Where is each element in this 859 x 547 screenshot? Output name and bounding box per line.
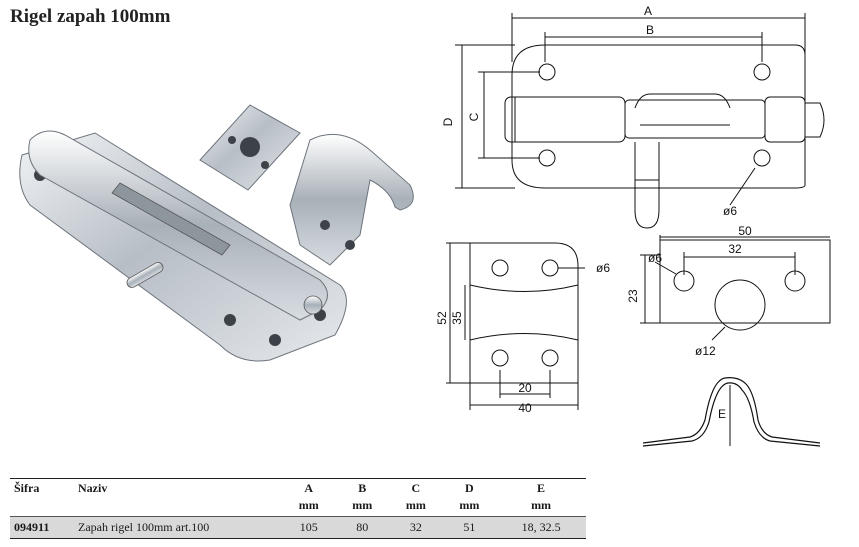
unit-naziv [74,498,282,517]
keeper-bracket [289,133,414,266]
col-header-c: C [389,478,443,498]
table-header-row: Šifra Naziv A B C D E [10,478,586,498]
col-header-d: D [442,478,497,498]
col-header-sifra: Šifra [10,478,74,498]
bolt-barrel [28,130,328,321]
cell-d: 51 [442,516,497,539]
unit-d: mm [442,498,497,517]
bolt-plate-drawing [504,44,825,229]
dim-label-a: A [644,4,652,18]
unit-e: mm [496,498,586,517]
dim-label-hole-main: ø6 [723,204,737,218]
keeper-profile-drawing [642,377,821,447]
cell-b: 80 [335,516,390,539]
dim-label-plate1-35: 35 [450,311,464,325]
dim-label-plate2-50: 50 [738,224,752,238]
dim-label-b: B [646,23,654,37]
dim-label-d: D [441,117,455,126]
page-title: Rigel zapah 100mm [10,6,171,27]
dim-label-plate1-hole: ø6 [596,261,610,275]
dim-label-c: C [467,112,481,121]
cell-a: 105 [282,516,336,539]
keeper-front-drawing [469,242,579,384]
cell-naziv: Zapah rigel 100mm art.100 [74,516,282,539]
dim-label-plate1-52: 52 [435,311,449,325]
dim-label-e: E [718,407,726,421]
dim-label-plate1-40: 40 [518,401,532,415]
unit-sifra [10,498,74,517]
dim-label-plate2-23: 23 [626,289,640,303]
spec-table: Šifra Naziv A B C D E mm mm mm mm mm 094… [10,478,586,539]
dim-label-plate2-hole: ø6 [648,251,662,265]
col-header-e: E [496,478,586,498]
cell-c: 32 [389,516,443,539]
col-header-b: B [335,478,390,498]
table-row: 094911 Zapah rigel 100mm art.100 105 80 … [10,516,586,539]
dim-label-plate2-center-hole: ø12 [695,344,716,358]
strike-plate-flat [199,104,301,191]
unit-c: mm [389,498,443,517]
dim-label-plate1-20: 20 [518,381,532,395]
cell-e: 18, 32.5 [496,516,586,539]
unit-a: mm [282,498,336,517]
col-header-naziv: Naziv [74,478,282,498]
technical-drawings: A B D C ø6 ø6 52 35 20 40 ø6 50 32 23 ø1… [435,4,831,447]
cell-sifra: 094911 [10,516,74,539]
unit-b: mm [335,498,390,517]
flat-plate-drawing [659,239,831,331]
table-units-row: mm mm mm mm mm [10,498,586,517]
product-photo [19,104,414,362]
col-header-a: A [282,478,336,498]
dim-label-plate2-32: 32 [728,242,742,256]
